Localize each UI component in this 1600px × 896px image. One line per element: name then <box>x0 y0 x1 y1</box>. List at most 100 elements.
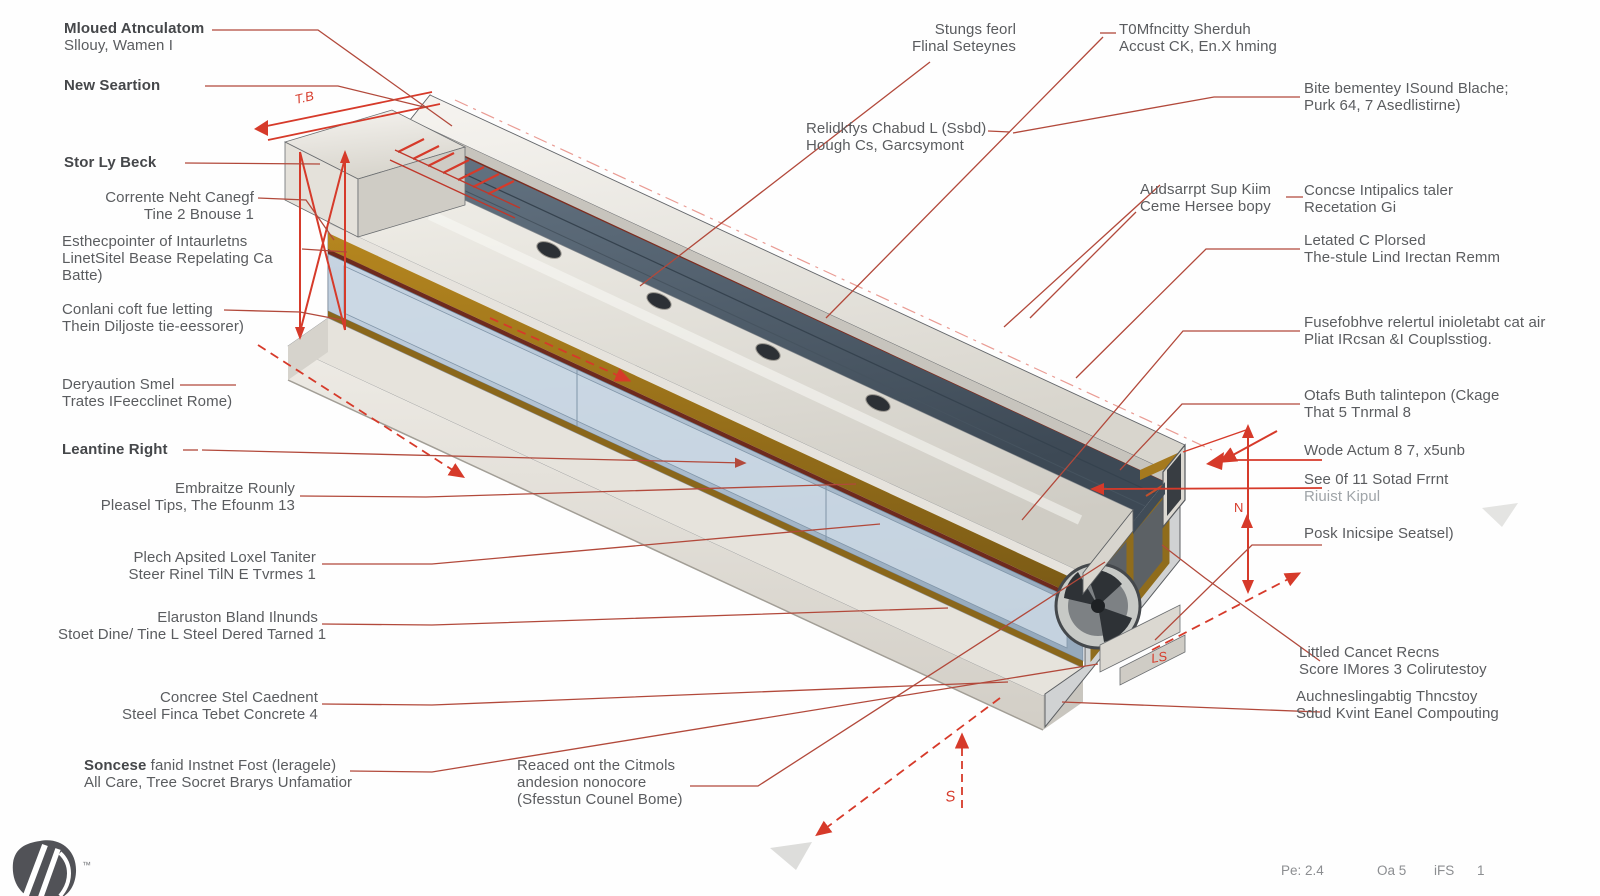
callout-fusefobhve: Fusefobhve relertul inioletabt cat air P… <box>1304 314 1545 348</box>
callout-line: (Sfesstun Counel Bome) <box>517 791 683 808</box>
callout-line: Sdud Kvint Eanel Compouting <box>1296 705 1499 722</box>
callout-line: Plech Apsited Loxel Taniter <box>133 549 316 566</box>
callout-relidkfys: Relidkfys Chabud L (Ssbd) Hough Cs, Garc… <box>806 120 986 154</box>
callout-line: Flinal Seteynes <box>911 38 1016 55</box>
footer-code: iFS <box>1434 863 1455 878</box>
callout-line: Concree Stel Caednent <box>159 689 318 706</box>
callout-elaruston: Elaruston Bland Ilnunds Stoet Dine/ Tine… <box>58 609 327 643</box>
callout-line-bold: Soncese <box>84 757 147 774</box>
callout-line: Recetation Gi <box>1304 199 1397 216</box>
dimension-text-ls: LS <box>1150 648 1169 666</box>
callout-auchnes: Auchneslingabtig Thncstoy Sdud Kvint Ean… <box>1296 688 1499 722</box>
callout-stungs: Stungs feorl Flinal Seteynes <box>848 21 1016 55</box>
callout-see: See 0f 11 Sotad Frrnt Riuist Kipul <box>1304 471 1448 505</box>
callout-line: Mloued Atnculatom <box>64 20 205 37</box>
amber-strip <box>328 233 1083 599</box>
footer-page: 1 <box>1477 863 1485 878</box>
callout-line: See 0f 11 Sotad Frrnt <box>1304 471 1449 488</box>
callout-leader-lines <box>180 29 1323 787</box>
callout-line: That 5 Tnrmal 8 <box>1304 404 1412 421</box>
dimension-text-s: S <box>944 788 956 806</box>
callout-line: Stoet Dine/ Tine L Steel Dered Tarned 1 <box>58 626 327 643</box>
callout-letated: Letated C Plorsed The-stule Lind Irectan… <box>1304 232 1500 266</box>
callout-posk: Posk Inicsipe Seatsel) <box>1304 525 1454 542</box>
callout-littled: Littled Cancet Recns Score IMores 3 Coli… <box>1299 644 1487 678</box>
callout-line: Soncese fanid Instnet Fost (leragele) <box>84 757 352 774</box>
callout-line: Elaruston Bland Ilnunds <box>157 609 318 626</box>
callout-line: Deryaution Smel <box>62 376 175 393</box>
base-ledge <box>288 346 1043 730</box>
callout-line: T0Mfncitty Sherduh <box>1119 21 1251 38</box>
callout-line: Stungs feorl <box>934 21 1016 38</box>
callout-line: Audsarrpt Sup Kiim <box>1140 181 1272 198</box>
callout-line: New Seartion <box>64 77 161 94</box>
callout-line: Pleasel Tips, The Efounm 13 <box>100 497 295 514</box>
callout-line: Otafs Buth talintepon (Ckage <box>1304 387 1500 404</box>
callout-line: Sllouy, Wamen I <box>64 37 174 54</box>
callout-line: Trates IFeecclinet Rome) <box>62 393 233 410</box>
callout-line: Purk 64, 7 Asedlistirne) <box>1304 97 1461 114</box>
callout-line: andesion nonocore <box>517 774 647 791</box>
red-dimension-lines <box>254 91 1302 837</box>
callout-stor-ly-beck: Stor Ly Beck <box>64 154 156 171</box>
dimension-text-tb: T.B <box>293 88 315 107</box>
callout-line: Hough Cs, Garcsymont <box>806 137 964 154</box>
callout-line: Bite bementey ISound Blache; <box>1304 80 1509 97</box>
footer-sheet: Oa 5 <box>1377 863 1407 878</box>
bolt-holes <box>427 191 891 412</box>
footer-scale: Pe: 2.4 <box>1281 863 1324 878</box>
callout-line: Batte) <box>62 267 103 284</box>
callout-line: Steel Finca Tebet Concrete 4 <box>122 706 318 723</box>
beam-body <box>287 93 1186 731</box>
callout-bite: Bite bementey ISound Blache; Purk 64, 7 … <box>1304 80 1509 114</box>
callout-line: Accust CK, En.X hming <box>1119 38 1277 55</box>
callout-esthecpointer: Esthecpointer of Intaurletns LinetSitel … <box>62 233 273 284</box>
callout-line: Thein Diljoste tie-eessorer) <box>62 318 245 335</box>
callout-line: Reaced ont the Citmols <box>517 757 676 774</box>
callout-line: The-stule Lind Irectan Remm <box>1304 249 1501 266</box>
callout-line: Pliat IRcsan &I Couplsstiog. <box>1304 331 1492 348</box>
end-cross-section <box>1044 443 1186 729</box>
callout-t0mfncitty: T0Mfncitty Sherduh Accust CK, En.X hming <box>1119 21 1277 55</box>
faint-arrow-shape <box>1482 503 1518 527</box>
callout-corrente: Corrente Neht Canegf Tine 2 Bnouse 1 <box>58 189 254 223</box>
callout-line: Esthecpointer of Intaurletns <box>62 233 248 250</box>
callout-line: Riuist Kipul <box>1304 488 1381 505</box>
callout-line: fanid Instnet Fost (leragele) <box>146 757 337 774</box>
callout-leantine-right: Leantine Right <box>62 441 168 458</box>
brand-logo <box>12 840 77 896</box>
callout-mloued: Mloued Atnculatom Sllouy, Wamen I <box>64 20 204 54</box>
callout-conlani: Conlani coft fue letting Thein Diljoste … <box>62 301 244 335</box>
callout-line: Conlani coft fue letting <box>62 301 213 318</box>
callout-soncese: Soncese fanid Instnet Fost (leragele) Al… <box>84 757 352 791</box>
callout-line: Ceme Hersee bopy <box>1140 198 1271 215</box>
callout-line: Relidkfys Chabud L (Ssbd) <box>806 120 987 137</box>
callout-line: Corrente Neht Canegf <box>105 189 254 206</box>
callout-line: Stor Ly Beck <box>64 154 157 171</box>
callout-line: Tine 2 Bnouse 1 <box>143 206 254 223</box>
callout-line: Littled Cancet Recns <box>1299 644 1440 661</box>
callout-concree: Concree Stel Caednent Steel Finca Tebet … <box>78 689 318 723</box>
callout-wode: Wode Actum 8 7, x5unb <box>1304 442 1465 459</box>
callout-line: Posk Inicsipe Seatsel) <box>1304 525 1454 542</box>
fan-hub <box>1091 599 1105 613</box>
callout-audsarrpt: Audsarrpt Sup Kiim Ceme Hersee bopy <box>1140 181 1271 215</box>
callout-embraitze: Embraitze Rounly Pleasel Tips, The Efoun… <box>58 480 295 514</box>
callout-new-seartion: New Seartion <box>64 77 160 94</box>
callout-line: Letated C Plorsed <box>1304 232 1426 249</box>
callout-line: Auchneslingabtig Thncstoy <box>1296 688 1478 705</box>
callout-line: Embraitze Rounly <box>175 480 295 497</box>
callout-line: All Care, Tree Socret Brarys Unfamatior <box>84 774 353 791</box>
callout-line: Leantine Right <box>62 441 168 458</box>
dimension-text-n: N <box>1234 500 1243 515</box>
faint-arrow-shape <box>770 842 812 870</box>
callout-line: Wode Actum 8 7, x5unb <box>1304 442 1466 459</box>
callout-otafs: Otafs Buth talintepon (Ckage That 5 Tnrm… <box>1304 387 1499 421</box>
callout-concse: Concse Intipalics taler Recetation Gi <box>1304 182 1453 216</box>
callout-line: Score IMores 3 Colirutestoy <box>1299 661 1487 678</box>
callout-deryaution: Deryaution Smel Trates IFeecclinet Rome) <box>62 376 232 410</box>
callout-line: Concse Intipalics taler <box>1304 182 1454 199</box>
callout-line: Fusefobhve relertul inioletabt cat air <box>1304 314 1546 331</box>
callout-line: Steer Rinel TilN E Tvrmes 1 <box>128 566 316 583</box>
